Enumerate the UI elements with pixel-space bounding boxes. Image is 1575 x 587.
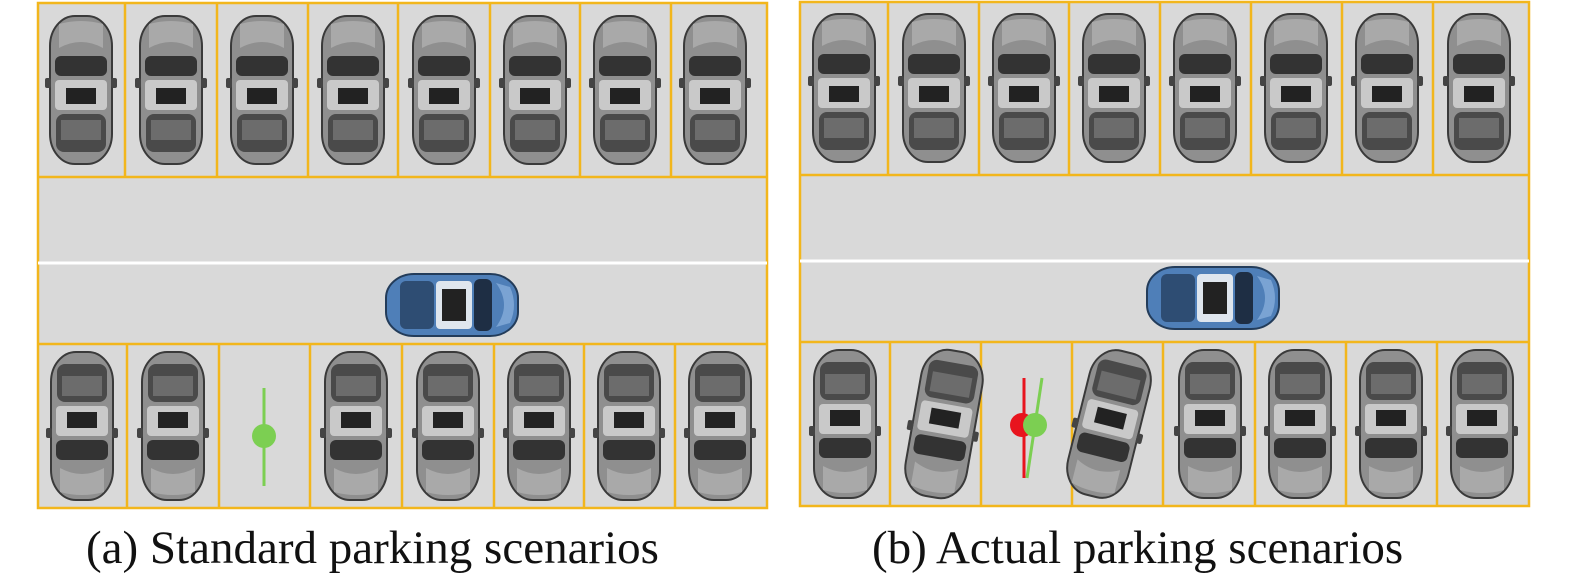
panel-standard-parking xyxy=(36,1,769,510)
panel-actual-parking xyxy=(798,0,1531,508)
parking-scenarios-diagram xyxy=(36,0,1531,510)
target-slot-marker xyxy=(1010,377,1047,479)
ego-car xyxy=(385,273,519,337)
caption-standard-parking: (a) Standard parking scenarios xyxy=(86,522,659,574)
ego-car xyxy=(1146,266,1280,330)
caption-actual-parking: (b) Actual parking scenarios xyxy=(872,522,1404,574)
target-slot-marker xyxy=(252,388,276,486)
